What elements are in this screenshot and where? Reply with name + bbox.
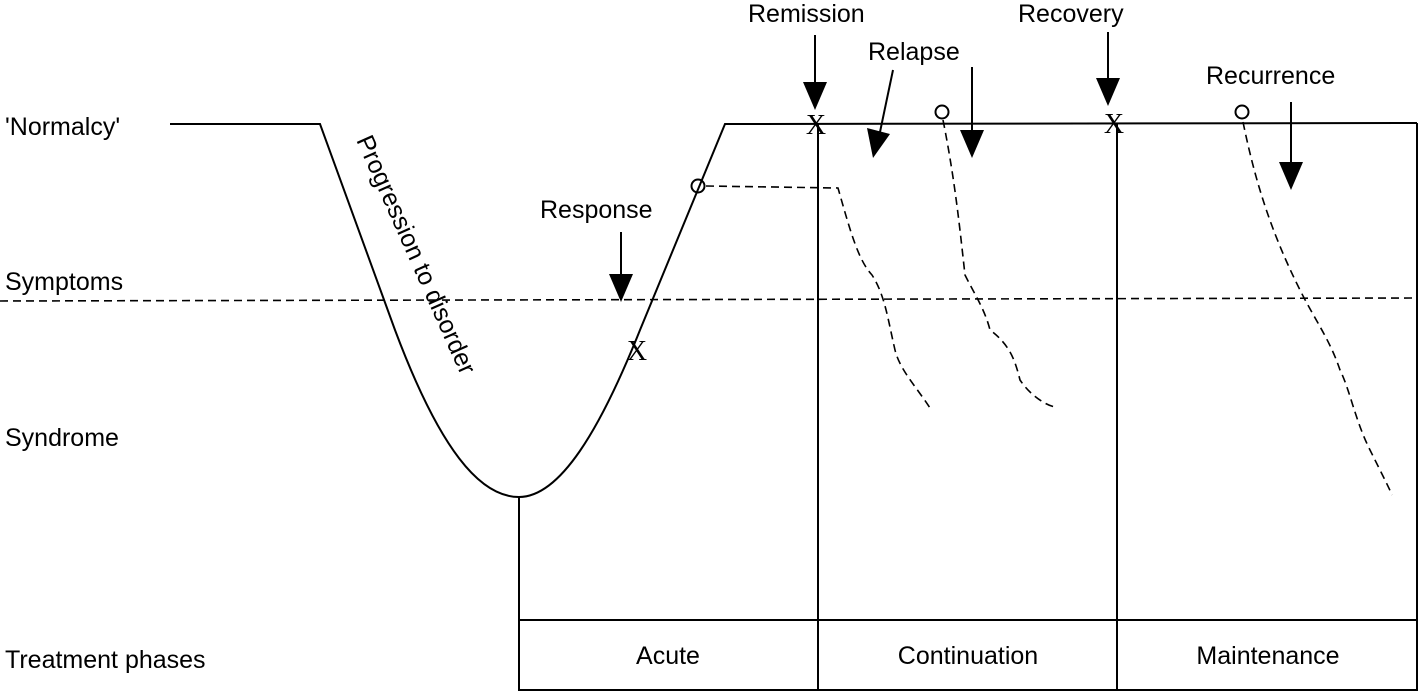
recurrence-circle-marker [1234,104,1250,120]
response-relapse-path [705,185,931,409]
phase-bar [518,619,1418,691]
arrow-icon [609,232,633,302]
progression-label: Progression to disorder [351,131,482,379]
response-circle-marker [690,178,706,194]
arrow-icon [1096,32,1120,106]
remission-relapse-path [942,119,1056,408]
response-label: Response [540,196,653,224]
treatment-phases-label: Treatment phases [5,646,206,674]
symptoms-label: Symptoms [5,268,123,296]
response-x-marker: X [627,336,647,367]
arrow-icon [867,69,894,158]
recurrence-label: Recurrence [1206,62,1335,90]
phase-acute: Acute [636,642,700,670]
arrow-icon [1279,102,1303,190]
symptoms-threshold-line [0,297,1418,302]
relapse-label: Relapse [868,38,960,66]
phase-continuation: Continuation [898,642,1038,670]
illness-course-curve [170,122,1418,499]
recovery-x-marker: X [1104,109,1124,140]
remission-label: Remission [748,0,865,28]
arrow-icon [960,67,984,158]
remission-x-marker: X [806,110,826,141]
normalcy-label: 'Normalcy' [5,113,120,141]
arrow-icon [803,35,827,110]
syndrome-label: Syndrome [5,424,119,452]
relapse-circle-marker [934,104,950,120]
recovery-label: Recovery [1018,0,1124,28]
phase-maintenance: Maintenance [1196,642,1339,670]
recurrence-path [1242,121,1393,496]
